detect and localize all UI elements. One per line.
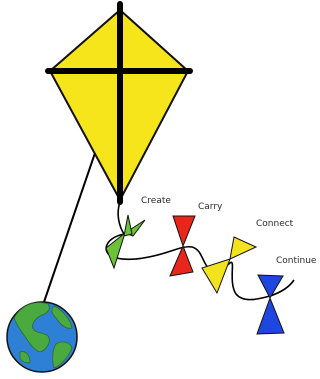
bow-create: [106, 215, 145, 268]
bow-carry: [170, 216, 195, 276]
label-continue: Continue: [276, 257, 316, 266]
bow-continue: [257, 275, 284, 334]
kite: [48, 4, 190, 202]
globe: [7, 302, 77, 372]
label-connect: Connect: [256, 220, 293, 229]
bow-connect: [202, 237, 256, 293]
label-carry: Carry: [198, 203, 222, 212]
label-create: Create: [141, 197, 171, 206]
